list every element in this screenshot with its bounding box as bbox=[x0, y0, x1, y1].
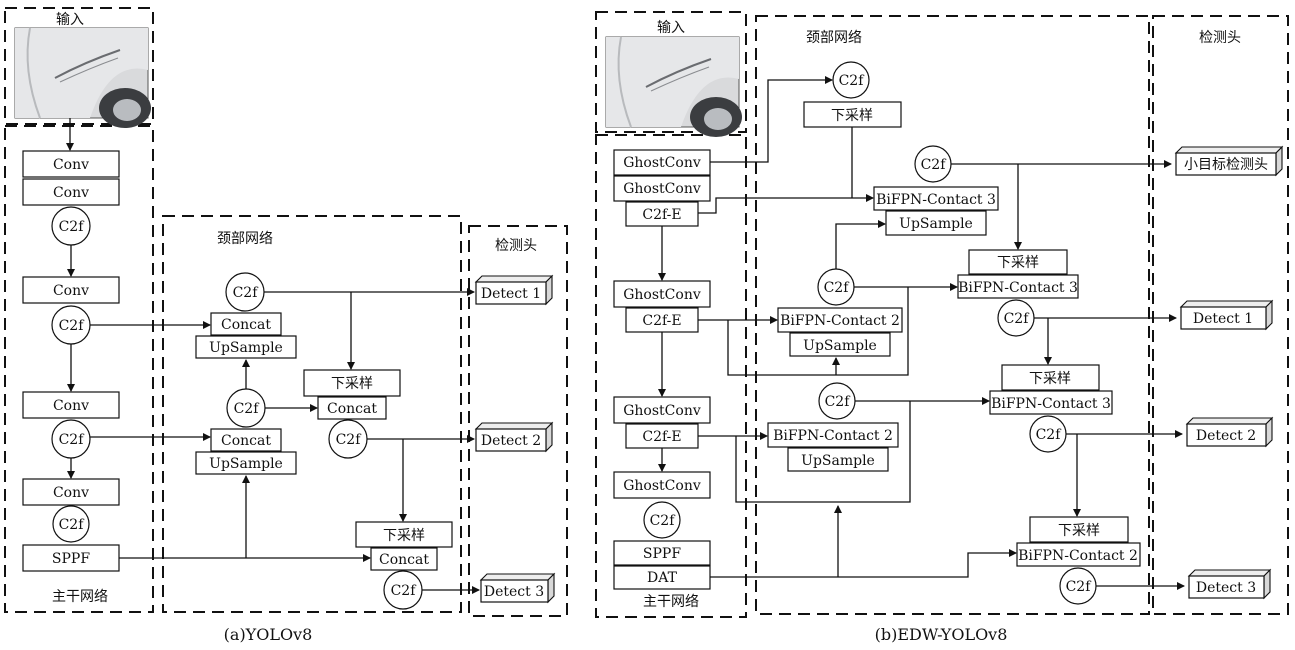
input-label: 输入 bbox=[56, 12, 84, 28]
conv-label: Conv bbox=[53, 485, 89, 501]
upsample-label: UpSample bbox=[803, 338, 877, 354]
c2f-label: C2f bbox=[1004, 311, 1031, 327]
backbone-label: 主干网络 bbox=[52, 589, 108, 605]
detect-label: Detect 3 bbox=[1196, 580, 1256, 596]
head-label: 检测头 bbox=[1199, 30, 1241, 46]
input-label: 输入 bbox=[657, 20, 685, 36]
detect-head: Detect 3 bbox=[1189, 570, 1270, 598]
sppf-label: SPPF bbox=[52, 551, 90, 567]
c2f-label: C2f bbox=[59, 517, 86, 533]
conv-label: Conv bbox=[53, 398, 89, 414]
c2f-label: C2f bbox=[825, 394, 852, 410]
c2f-label: C2f bbox=[650, 513, 677, 529]
input-image bbox=[606, 37, 742, 137]
c2f-label: C2f bbox=[824, 280, 851, 296]
neck-label: 颈部网络 bbox=[217, 231, 273, 247]
c2fe-label: C2f-E bbox=[642, 207, 681, 223]
c2f-label: C2f bbox=[921, 157, 948, 173]
ghostconv-label: GhostConv bbox=[623, 287, 701, 303]
yolov8-diagram: 输入 主干网络 颈部网络 检测头 Conv Conv C2f Conv C2f … bbox=[5, 8, 567, 644]
detect-label: Detect 3 bbox=[484, 584, 544, 600]
bifpn-label: BiFPN-Contact 2 bbox=[780, 313, 900, 329]
detect-head: Detect 1 bbox=[1181, 301, 1272, 329]
detect-label: Detect 2 bbox=[481, 433, 541, 449]
detect-head: Detect 2 bbox=[1187, 418, 1272, 446]
detect-label: Detect 1 bbox=[481, 286, 541, 302]
downsample-label: 下采样 bbox=[1029, 371, 1071, 387]
bifpn-label: BiFPN-Contact 2 bbox=[773, 428, 893, 444]
downsample-label: 下采样 bbox=[331, 376, 373, 392]
head-label: 检测头 bbox=[495, 238, 537, 254]
downsample-label: 下采样 bbox=[1058, 523, 1100, 539]
downsample-label: 下采样 bbox=[831, 108, 873, 124]
backbone-label: 主干网络 bbox=[643, 594, 699, 610]
caption: (b)EDW-YOLOv8 bbox=[875, 625, 1008, 644]
upsample-label: UpSample bbox=[899, 216, 973, 232]
sppf-label: SPPF bbox=[643, 546, 681, 562]
c2f-label: C2f bbox=[1066, 579, 1093, 595]
input-image bbox=[15, 28, 151, 128]
upsample-label: UpSample bbox=[209, 340, 283, 356]
c2fe-label: C2f-E bbox=[642, 313, 681, 329]
upsample-label: UpSample bbox=[209, 456, 283, 472]
conv-label: Conv bbox=[53, 283, 89, 299]
c2f-label: C2f bbox=[59, 318, 86, 334]
c2fe-label: C2f-E bbox=[642, 429, 681, 445]
c2f-label: C2f bbox=[233, 285, 260, 301]
neck-label: 颈部网络 bbox=[806, 30, 862, 46]
c2f-label: C2f bbox=[336, 432, 363, 448]
detect-head: Detect 1 bbox=[476, 276, 552, 304]
c2f-label: C2f bbox=[59, 219, 86, 235]
edw-yolov8-diagram: 输入 主干网络 颈部网络 检测头 GhostConv GhostConv C2f… bbox=[596, 12, 1288, 644]
c2f-label: C2f bbox=[391, 583, 418, 599]
ghostconv-label: GhostConv bbox=[623, 403, 701, 419]
c2f-label: C2f bbox=[1036, 427, 1063, 443]
detect-label: 小目标检测头 bbox=[1184, 157, 1268, 173]
detect-head: Detect 3 bbox=[481, 574, 554, 602]
c2f-label: C2f bbox=[234, 401, 261, 417]
bifpn-label: BiFPN-Contact 3 bbox=[958, 280, 1078, 296]
concat-label: Concat bbox=[221, 317, 271, 333]
small-object-head: 小目标检测头 bbox=[1176, 147, 1282, 175]
concat-label: Concat bbox=[221, 433, 271, 449]
bifpn-label: BiFPN-Contact 3 bbox=[876, 192, 996, 208]
concat-label: Concat bbox=[379, 552, 429, 568]
detect-label: Detect 2 bbox=[1196, 428, 1256, 444]
upsample-label: UpSample bbox=[801, 453, 875, 469]
caption: (a)YOLOv8 bbox=[224, 625, 313, 644]
conv-label: Conv bbox=[53, 185, 89, 201]
downsample-label: 下采样 bbox=[997, 255, 1039, 271]
c2f-label: C2f bbox=[839, 73, 866, 89]
downsample-label: 下采样 bbox=[383, 528, 425, 544]
conv-label: Conv bbox=[53, 157, 89, 173]
dat-label: DAT bbox=[647, 570, 678, 586]
c2f-label: C2f bbox=[59, 432, 86, 448]
bifpn-label: BiFPN-Contact 2 bbox=[1018, 548, 1138, 564]
concat-label: Concat bbox=[327, 401, 377, 417]
ghostconv-label: GhostConv bbox=[623, 478, 701, 494]
bifpn-label: BiFPN-Contact 3 bbox=[991, 396, 1111, 412]
ghostconv-label: GhostConv bbox=[623, 181, 701, 197]
detect-label: Detect 1 bbox=[1193, 311, 1253, 327]
ghostconv-label: GhostConv bbox=[623, 155, 701, 171]
detect-head: Detect 2 bbox=[476, 423, 552, 451]
